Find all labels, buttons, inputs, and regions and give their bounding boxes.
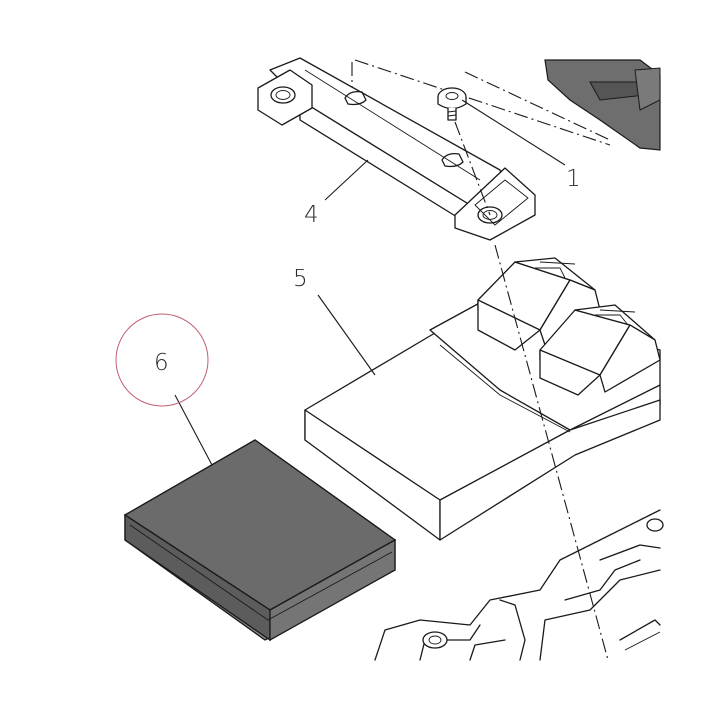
leader-1 bbox=[461, 99, 566, 166]
alignment-line-screw bbox=[454, 121, 491, 216]
callout-6: 6 bbox=[154, 350, 169, 376]
callout-1: 1 bbox=[566, 166, 581, 192]
part-1-screw bbox=[437, 87, 467, 121]
callout-4: 4 bbox=[304, 202, 319, 228]
base-component bbox=[374, 509, 664, 661]
alignment-line-top-a bbox=[354, 59, 611, 146]
callout-5: 5 bbox=[293, 266, 308, 292]
part-4-bracket bbox=[257, 57, 536, 241]
callout-6-highlight-circle bbox=[115, 313, 209, 407]
leader-5 bbox=[317, 294, 376, 376]
part-5-module bbox=[304, 257, 661, 541]
leader-4 bbox=[324, 159, 369, 201]
alignment-line-top-b bbox=[464, 71, 611, 141]
upper-right-component bbox=[544, 59, 661, 151]
leader-6 bbox=[174, 394, 213, 466]
